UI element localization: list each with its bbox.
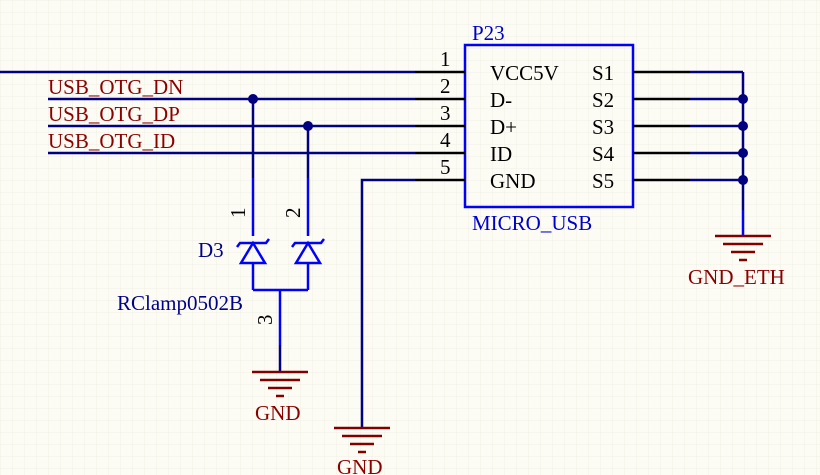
diode-pin-number-3: 3 <box>253 315 277 326</box>
pin-name-vcc5v: VCC5V <box>490 61 559 85</box>
power-label-gnd-eth: GND_ETH <box>688 265 785 289</box>
pin-number-4: 4 <box>440 128 451 152</box>
junction-dot <box>738 148 748 158</box>
pin-name-s5: S5 <box>592 169 614 193</box>
connector-value[interactable]: MICRO_USB <box>472 211 592 235</box>
gnd-eth-symbol[interactable] <box>715 210 771 262</box>
junction-dot <box>248 94 258 104</box>
junction-dot <box>738 121 748 131</box>
diode-designator[interactable]: D3 <box>198 238 224 262</box>
power-label-gnd-diode: GND <box>255 401 301 425</box>
junction-dot <box>738 94 748 104</box>
net-label-usb-otg-dp[interactable]: USB_OTG_DP <box>48 102 180 126</box>
pin-name-s3: S3 <box>592 115 614 139</box>
pin-name-s1: S1 <box>592 61 614 85</box>
gnd-symbol-diode[interactable] <box>252 345 308 398</box>
pin-number-5: 5 <box>440 155 451 179</box>
left-pin-lines <box>415 70 465 182</box>
net-label-usb-otg-dn[interactable]: USB_OTG_DN <box>48 75 183 99</box>
pin-number-3: 3 <box>440 101 451 125</box>
connector-designator[interactable]: P23 <box>472 21 505 45</box>
junction-dot <box>303 121 313 131</box>
pin-name-s4: S4 <box>592 142 615 166</box>
pin-name-id: ID <box>490 142 512 166</box>
pin-number-2: 2 <box>440 74 451 98</box>
pin-name-dplus: D+ <box>490 115 517 139</box>
wire-connector-gnd[interactable] <box>360 178 415 428</box>
gnd-symbol-connector[interactable] <box>334 426 390 454</box>
pin-name-s2: S2 <box>592 88 614 112</box>
pin-name-dminus: D- <box>490 88 512 112</box>
pin-name-gnd: GND <box>490 169 536 193</box>
net-label-usb-otg-id[interactable]: USB_OTG_ID <box>48 129 175 153</box>
power-label-gnd-connector: GND <box>337 455 383 475</box>
junction-dot <box>738 175 748 185</box>
diode-d3[interactable] <box>236 99 325 345</box>
diode-pin-number-1: 1 <box>226 208 250 219</box>
pin-number-1: 1 <box>440 47 451 71</box>
diode-value[interactable]: RClamp0502B <box>117 291 243 315</box>
diode-pin-number-2: 2 <box>281 208 305 219</box>
right-pin-lines <box>633 70 690 182</box>
